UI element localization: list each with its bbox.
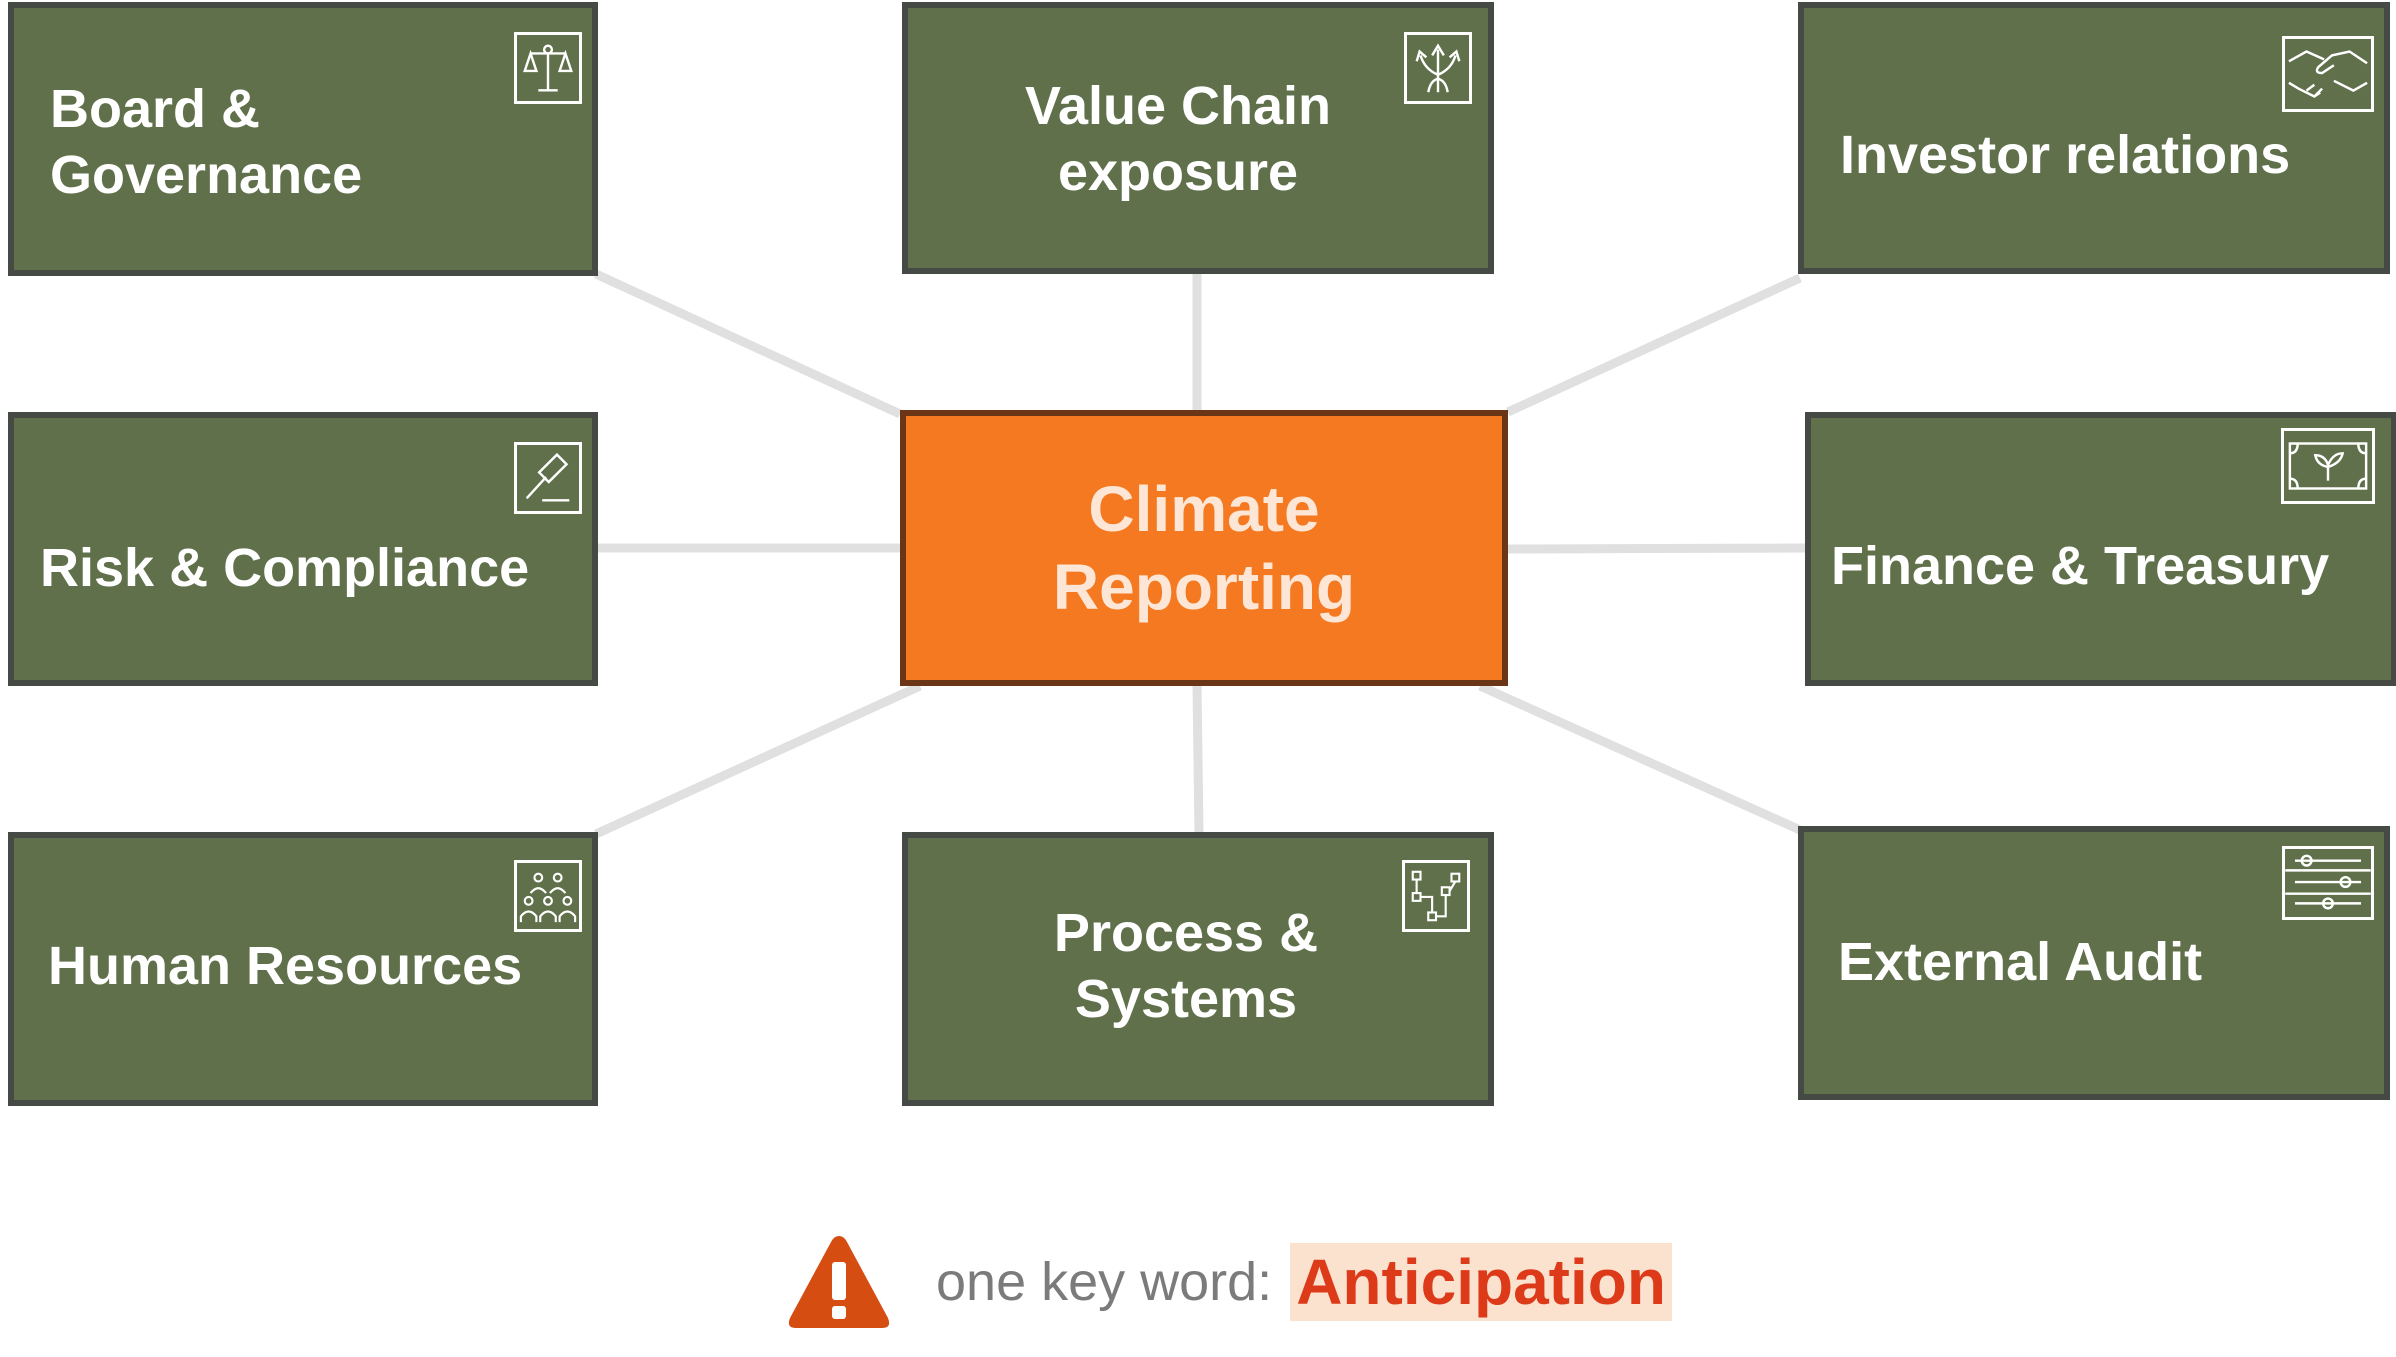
hub-climate-reporting: Climate Reporting: [900, 410, 1508, 686]
node-process-systems: Process & Systems: [902, 832, 1494, 1106]
footer: one key word: Anticipation: [784, 1226, 1672, 1338]
node-label-board-governance: Board & Governance: [50, 79, 363, 205]
connector-board-governance: [594, 269, 902, 419]
node-human-resources: Human Resources: [8, 832, 598, 1106]
sliders-icon: [2282, 846, 2374, 920]
scales-icon: [514, 32, 582, 104]
node-label-finance-treasury: Finance & Treasury: [1831, 536, 2330, 597]
gavel-icon: [514, 442, 582, 514]
node-finance-treasury: Finance & Treasury: [1805, 412, 2396, 686]
node-label-investor-relations: Investor relations: [1840, 125, 2291, 186]
node-label-value-chain: Value Chain exposure: [1024, 76, 1332, 202]
connector-human-resources: [594, 681, 922, 839]
node-risk-compliance: Risk & Compliance: [8, 412, 598, 686]
warning-icon: [784, 1230, 894, 1334]
node-label-process-systems: Process & Systems: [1053, 903, 1319, 1029]
process-flow-icon: [1402, 860, 1470, 932]
node-investor-relations: Investor relations: [1798, 2, 2390, 274]
connector-process-systems: [1192, 685, 1204, 835]
connector-finance-treasury: [1507, 543, 1808, 554]
footer-keyword: Anticipation: [1290, 1243, 1672, 1321]
hub-label: Climate Reporting: [1052, 472, 1356, 623]
node-label-human-resources: Human Resources: [48, 936, 523, 997]
node-external-audit: External Audit: [1798, 826, 2390, 1100]
connector-investor-relations: [1506, 273, 1802, 417]
people-group-icon: [514, 860, 582, 932]
handshake-icon: [2282, 36, 2374, 112]
connector-external-audit: [1478, 681, 1802, 835]
footer-prefix-text: one key word:: [936, 1252, 1273, 1312]
node-value-chain: Value Chain exposure: [902, 2, 1494, 274]
node-label-external-audit: External Audit: [1838, 932, 2203, 993]
banknote-plant-icon: [2281, 428, 2375, 504]
node-board-governance: Board & Governance: [8, 2, 598, 276]
branching-arrows-icon: [1404, 32, 1472, 104]
node-label-risk-compliance: Risk & Compliance: [40, 538, 530, 599]
